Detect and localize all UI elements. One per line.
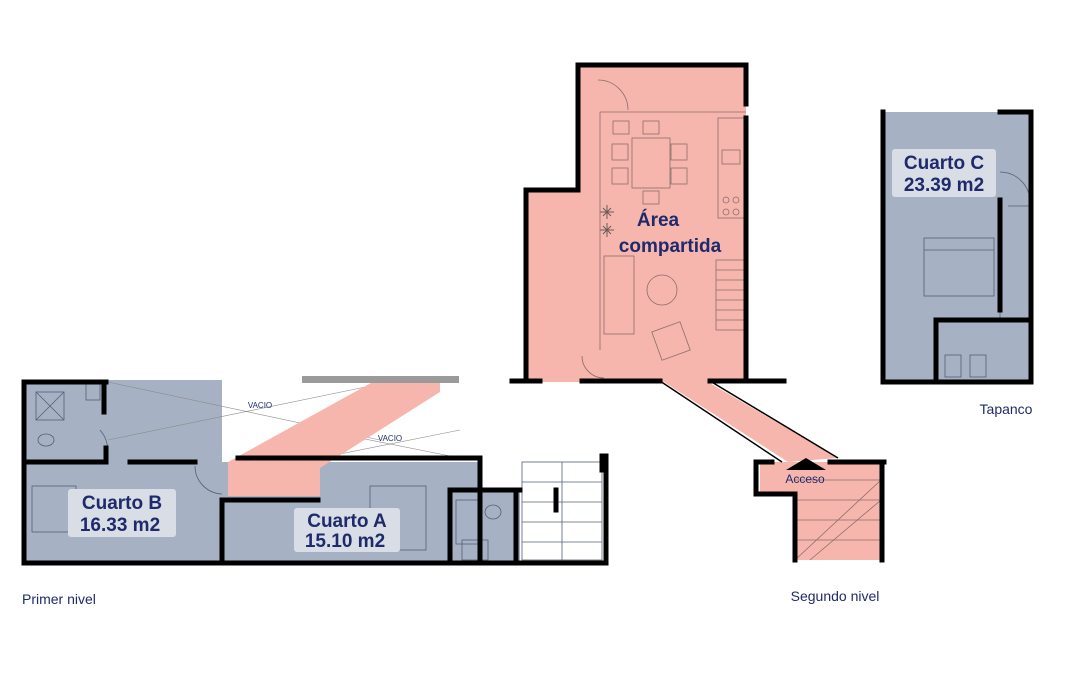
stair-corridor-fill — [228, 378, 440, 496]
tapanco-caption: Tapanco — [980, 401, 1033, 417]
primer-nivel-block — [21, 376, 609, 566]
area-compartida-label-line1: Área — [637, 209, 680, 231]
corridor-walls — [659, 380, 839, 463]
cuarto-c-area: 23.39 m2 — [904, 175, 984, 196]
primer-nivel-caption: Primer nivel — [22, 591, 96, 607]
segundo-nivel-block — [509, 62, 887, 563]
cuarto-b-label-bg — [68, 489, 176, 537]
cuarto-a-area: 15.10 m2 — [305, 531, 385, 552]
primer-nivel-walls — [21, 379, 609, 566]
cuarto-c-walls — [880, 109, 1034, 385]
cuarto-c-label-bg — [892, 149, 996, 197]
upper-slab — [302, 376, 459, 383]
cuarto-b-name: Cuarto B — [82, 493, 162, 514]
cuarto-a-label-bg — [294, 508, 400, 552]
corridor-to-acceso-fill — [664, 382, 838, 462]
area-compartida-fill — [526, 65, 746, 382]
acceso-label: Acceso — [785, 472, 825, 486]
bath-fill — [450, 490, 520, 562]
cuarto-a-name: Cuarto A — [307, 511, 387, 532]
area-compartida-label-line2: compartida — [619, 236, 722, 257]
plant-icon — [600, 205, 614, 237]
segundo-nivel-walls — [509, 62, 887, 563]
vacio-label-1: VACIO — [248, 401, 272, 410]
cuarto-c-name: Cuarto C — [904, 153, 985, 174]
acceso-arrow-icon — [786, 458, 826, 470]
segundo-nivel-caption: Segundo nivel — [791, 588, 880, 604]
cuarto-b-area: 16.33 m2 — [80, 515, 160, 536]
vacio-label-2: VACIO — [378, 434, 402, 443]
